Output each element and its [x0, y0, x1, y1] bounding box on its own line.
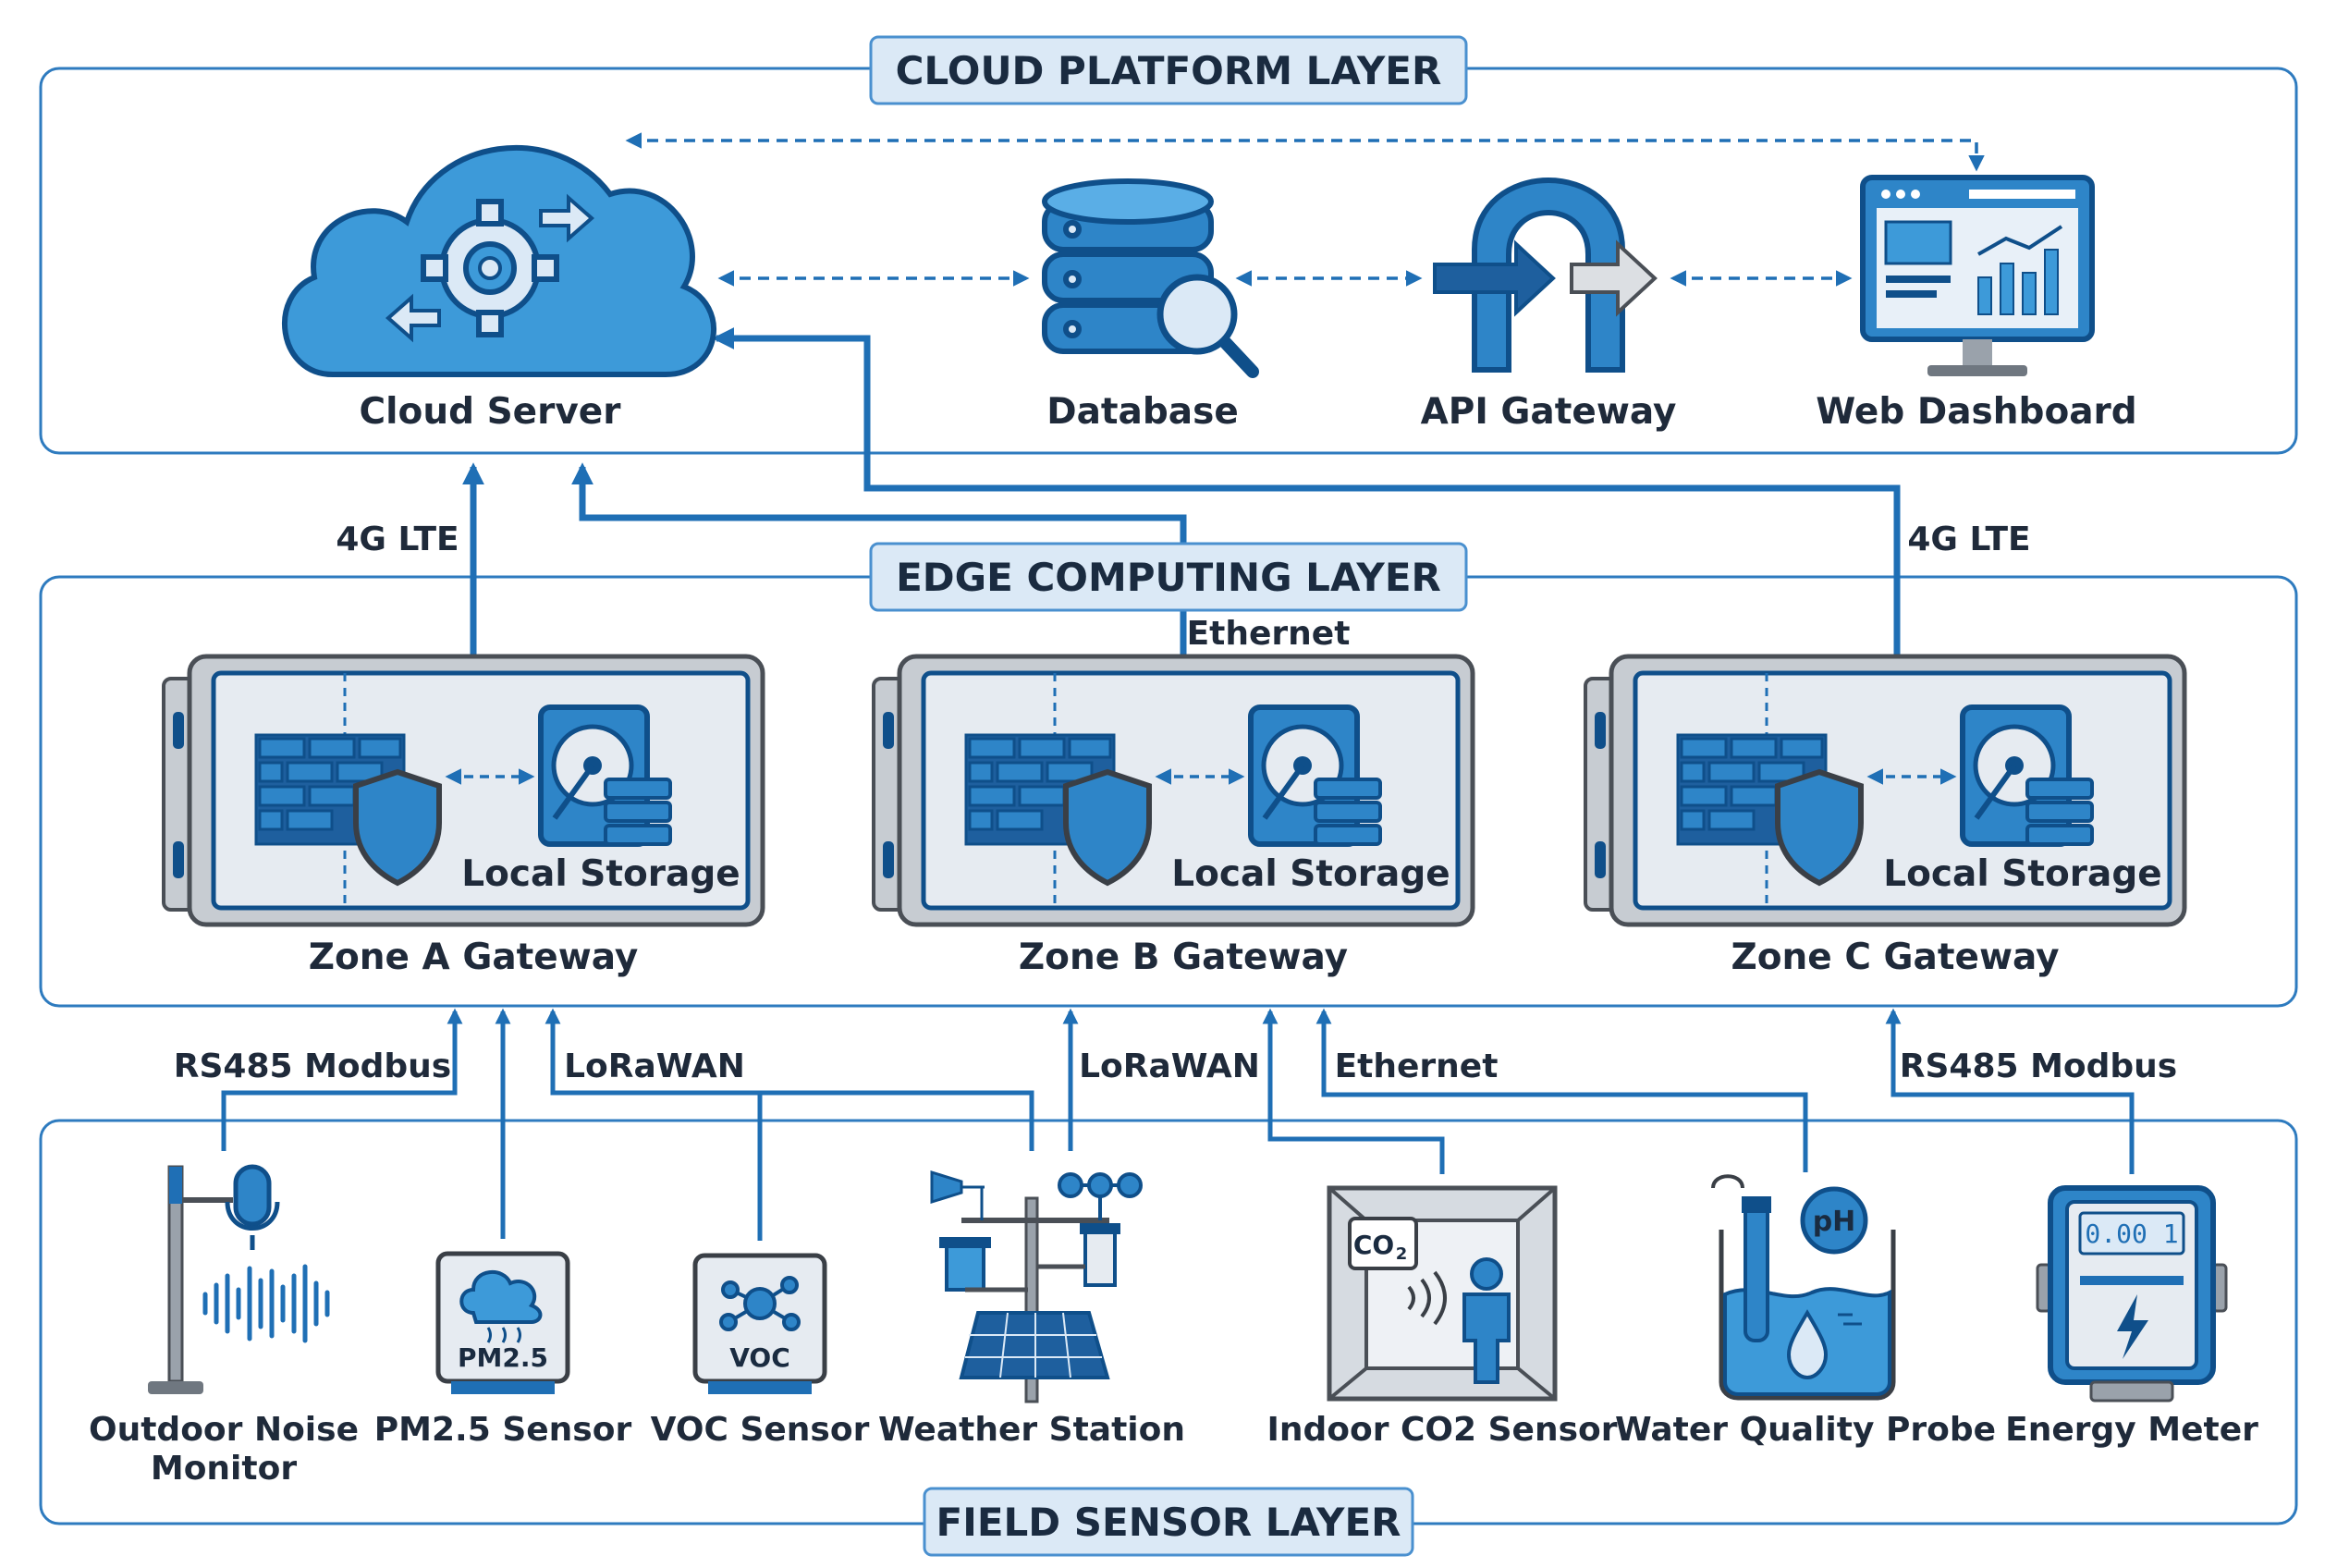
rs485-a-label: RS485 Modbus	[174, 1047, 451, 1085]
probe-icon	[1711, 1174, 1771, 1342]
gear-icon	[421, 199, 559, 337]
field-layer-frame	[39, 1119, 2298, 1525]
dust-cloud-icon	[459, 1269, 543, 1324]
co2-label: Indoor CO2 Sensor	[1266, 1411, 1617, 1449]
zone-b-gateway: Local Storage Zone B Gateway	[872, 654, 1475, 978]
outdoor-noise-monitor: Outdoor Noise Monitor	[89, 1164, 359, 1488]
cloud-server-label: Cloud Server	[360, 391, 622, 433]
sync-arrows-icon	[385, 193, 595, 343]
weather-station: Weather Station	[878, 1170, 1185, 1449]
signal-wave-icon	[1407, 1270, 1447, 1326]
field-layer-badge: FIELD SENSOR LAYER	[923, 1487, 1414, 1557]
co2-badge-sub: 2	[1396, 1244, 1408, 1264]
co2-badge: CO	[1353, 1230, 1394, 1260]
noise-label-line2: Monitor	[151, 1450, 297, 1488]
person-icon	[1462, 1257, 1511, 1384]
server-stack-icon	[1314, 778, 1382, 846]
lorawan-b-label: LoRaWAN	[1079, 1047, 1260, 1085]
zone-c-gateway-label: Zone C Gateway	[1731, 937, 2059, 978]
zone-b-uplink-label: Ethernet	[1187, 615, 1351, 653]
ph-indicator	[1800, 1186, 1868, 1255]
energy-meter: 0.00 1 Energy Meter	[2005, 1185, 2258, 1449]
zone-a-uplink-label: 4G LTE	[336, 521, 459, 558]
shield-icon	[353, 768, 442, 887]
pm25-badge: PM2.5	[458, 1342, 548, 1373]
voc-badge: VOC	[729, 1342, 790, 1373]
zone-a-gateway-label: Zone A Gateway	[309, 937, 639, 978]
zone-b-gateway-label: Zone B Gateway	[1019, 937, 1348, 978]
sound-wave-icon	[202, 1264, 330, 1343]
anemometer-icon	[1058, 1172, 1143, 1220]
water-label: Water Quality Probe	[1615, 1411, 1996, 1449]
zone-c-storage-label: Local Storage	[1883, 853, 2161, 895]
server-stack-icon	[2025, 778, 2094, 846]
meter-reading: 0.00 1	[2085, 1219, 2178, 1249]
voc-label: VOC Sensor	[651, 1411, 870, 1449]
microphone-icon	[225, 1164, 280, 1250]
energy-label: Energy Meter	[2005, 1411, 2258, 1449]
ph-badge: pH	[1813, 1206, 1856, 1238]
pm25-label: PM2.5 Sensor	[374, 1411, 632, 1449]
shield-icon	[1775, 768, 1864, 887]
zone-b-storage-label: Local Storage	[1171, 853, 1450, 895]
ethernet-b-label: Ethernet	[1335, 1047, 1499, 1085]
water-quality-probe: pH Water Quality Probe	[1615, 1174, 1996, 1449]
zone-c-gateway: Local Storage Zone C Gateway	[1584, 654, 2187, 978]
pole-icon	[148, 1165, 233, 1394]
lightning-icon	[2117, 1294, 2148, 1359]
rain-gauge-icon	[939, 1223, 1120, 1292]
field-layer-title: FIELD SENSOR LAYER	[936, 1500, 1401, 1545]
weather-label: Weather Station	[878, 1411, 1185, 1449]
arrow-in-icon	[1433, 239, 1556, 317]
water-drop-icon	[1786, 1309, 1829, 1380]
zone-a-storage-label: Local Storage	[461, 853, 740, 895]
lorawan-a-label: LoRaWAN	[564, 1047, 745, 1085]
cloud-layer-badge: CLOUD PLATFORM LAYER	[869, 35, 1468, 105]
noise-label-line1: Outdoor Noise	[89, 1411, 359, 1449]
molecule-icon	[719, 1276, 801, 1331]
database-label: Database	[1046, 391, 1239, 433]
hard-drive-icon	[1248, 704, 1360, 847]
database-node: Database	[1042, 178, 1259, 433]
edge-layer-badge: EDGE COMPUTING LAYER	[869, 542, 1468, 612]
hard-drive-icon	[538, 704, 650, 847]
cloud-layer-title: CLOUD PLATFORM LAYER	[896, 48, 1442, 93]
arrow-out-icon	[1570, 239, 1658, 317]
voc-sensor: VOC VOC Sensor	[651, 1253, 870, 1449]
field-connections	[221, 1008, 2135, 1241]
magnifier-icon	[1156, 274, 1259, 378]
solar-panel-icon	[959, 1311, 1110, 1379]
api-gateway-label: API Gateway	[1421, 391, 1677, 433]
edge-layer-title: EDGE COMPUTING LAYER	[896, 555, 1441, 600]
web-dashboard-node: Web Dashboard	[1816, 175, 2137, 433]
zone-c-uplink-label: 4G LTE	[1907, 521, 2030, 558]
rs485-c-label: RS485 Modbus	[1900, 1047, 2177, 1085]
cloud-links	[625, 132, 1985, 287]
api-gateway-node: API Gateway	[1421, 178, 1677, 433]
water-tank-icon	[1719, 1230, 1896, 1401]
hard-drive-icon	[1960, 704, 2072, 847]
monitor-icon	[1860, 175, 2095, 376]
zone-a-gateway: Local Storage Zone A Gateway	[162, 654, 765, 978]
server-stack-icon	[604, 778, 672, 846]
pm25-sensor: PM2.5 PM2.5 Sensor	[374, 1251, 632, 1449]
wind-vane-icon	[930, 1170, 985, 1220]
cloud-server-node: Cloud Server	[282, 144, 717, 433]
shield-icon	[1063, 768, 1152, 887]
web-dashboard-label: Web Dashboard	[1816, 391, 2136, 433]
indoor-co2-sensor: CO 2 Indoor CO2 Sensor	[1266, 1185, 1618, 1449]
